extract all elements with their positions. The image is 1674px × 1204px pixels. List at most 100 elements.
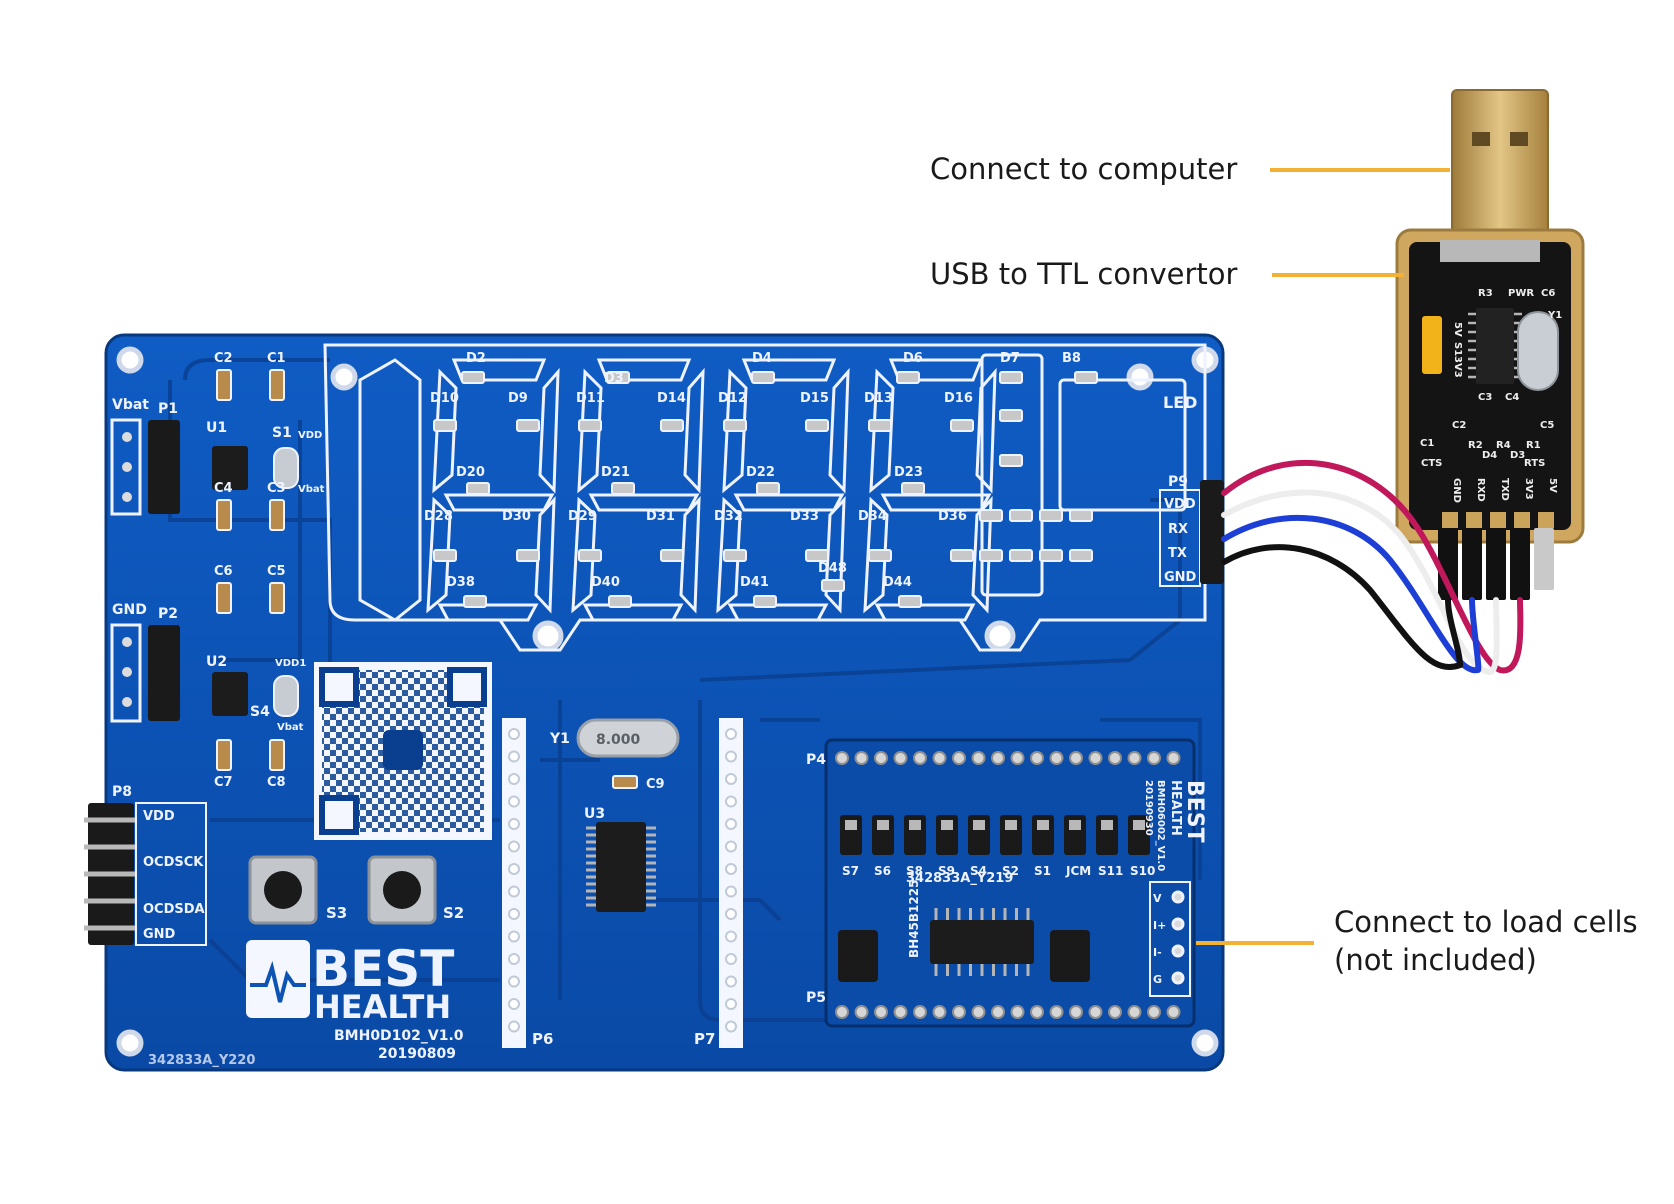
led-pad — [950, 419, 974, 432]
led-pad — [1069, 549, 1093, 562]
jumper-pin — [877, 820, 889, 830]
led-pad — [868, 549, 892, 562]
adapter-pin-pad — [1466, 512, 1482, 528]
module-pin — [1030, 751, 1044, 765]
header-hole — [508, 885, 520, 898]
segment — [716, 496, 742, 614]
voltage-jumper — [1422, 316, 1442, 374]
segment — [571, 496, 597, 614]
led-pad — [805, 549, 829, 562]
led-label: D21 — [601, 465, 630, 480]
adapter-pin-label: RXD — [1475, 478, 1486, 502]
header-hole — [508, 750, 520, 763]
led-pad — [611, 482, 635, 495]
header-hole — [725, 930, 737, 943]
capacitor-label: C6 — [214, 564, 233, 579]
led-pad — [756, 482, 780, 495]
led-pad — [999, 454, 1023, 467]
jumper-pin — [1133, 820, 1145, 830]
led-pad — [950, 549, 974, 562]
wire-white — [1221, 489, 1500, 676]
segment — [432, 368, 458, 494]
button-s2 — [367, 855, 437, 925]
segment — [824, 496, 846, 614]
p8-pin-gnd: GND — [143, 927, 176, 942]
dupont-housings — [1438, 528, 1554, 600]
adapter-label: PWR — [1508, 288, 1534, 299]
led-label: D44 — [883, 575, 912, 590]
p4-label: P4 — [806, 752, 826, 768]
header-p6 — [502, 718, 526, 1048]
module-pin — [874, 1005, 888, 1019]
adapter-label: C4 — [1505, 392, 1519, 403]
jumper-pin — [1101, 820, 1113, 830]
segment — [679, 496, 701, 614]
module-big-jumpers — [838, 930, 1090, 982]
module-pin — [991, 751, 1005, 765]
s4-label: S4 — [250, 704, 270, 720]
s1-switch — [273, 447, 299, 489]
header-hole — [725, 750, 737, 763]
segment — [577, 368, 603, 494]
capacitor-label: C3 — [267, 481, 286, 496]
bridge-pin-v: V — [1153, 892, 1162, 905]
mcu-u3 — [586, 822, 656, 912]
module-pin — [1147, 1005, 1161, 1019]
module-pin — [913, 1005, 927, 1019]
led-label: D14 — [657, 391, 686, 406]
segment — [534, 496, 556, 614]
led-label: D36 — [938, 509, 967, 524]
segment — [426, 496, 452, 614]
led-pad — [898, 595, 922, 608]
segment — [869, 368, 895, 494]
wire-blue — [1221, 514, 1482, 674]
adapter-label: C2 — [1452, 420, 1466, 431]
jumper-pin — [845, 820, 857, 830]
p9-id: P9 — [1168, 474, 1188, 490]
module-pin — [952, 1005, 966, 1019]
wire-black — [1221, 544, 1464, 670]
capacitor — [216, 499, 232, 531]
module-brand-1: BEST — [1182, 780, 1207, 843]
mounting-holes — [116, 346, 1219, 1057]
led-pad — [433, 419, 457, 432]
led-label: LED — [1163, 393, 1197, 412]
capacitor-label: C7 — [214, 775, 233, 790]
led-label: D2 — [466, 351, 486, 366]
segment — [863, 496, 889, 614]
led-label: D11 — [576, 391, 605, 406]
module-chip-marking: BH45B1225 — [907, 880, 921, 958]
led-label: D20 — [456, 465, 485, 480]
led-display-area — [323, 343, 1207, 652]
tag-vbat-2: Vbat — [277, 722, 304, 733]
c9-label: C9 — [646, 777, 665, 792]
led-pad — [723, 549, 747, 562]
led-pad — [901, 482, 925, 495]
u2-label: U2 — [206, 654, 227, 670]
led-label: D34 — [858, 509, 887, 524]
module-pin — [893, 751, 908, 765]
adapter-label: RTS — [1524, 458, 1545, 469]
header-hole — [508, 840, 520, 853]
module-pin — [835, 751, 849, 765]
p8-header: P8 VDD OCDSCK OCDSDA GND — [84, 784, 207, 946]
capacitor-label: C5 — [267, 564, 286, 579]
module-pin — [913, 751, 927, 765]
led-label: D48 — [818, 561, 847, 576]
led-pad — [753, 595, 777, 608]
jumper-pin — [1069, 820, 1081, 830]
tag-vdd1: VDD1 — [275, 658, 306, 669]
segment — [451, 358, 547, 382]
segment — [538, 367, 560, 494]
s2-label: S2 — [443, 904, 464, 922]
board-logo: BEST HEALTH BMH0D102_V1.0 20190809 34283… — [148, 940, 464, 1068]
module-pin — [932, 751, 947, 765]
module-brand: BEST HEALTH BMH06002_V1.0 20190930 — [1143, 780, 1207, 871]
callout-loadcells-line — [1196, 941, 1314, 945]
capacitor — [216, 739, 232, 771]
led-label: D6 — [903, 351, 923, 366]
module-jumpers — [840, 815, 1150, 855]
u1-label: U1 — [206, 420, 227, 436]
